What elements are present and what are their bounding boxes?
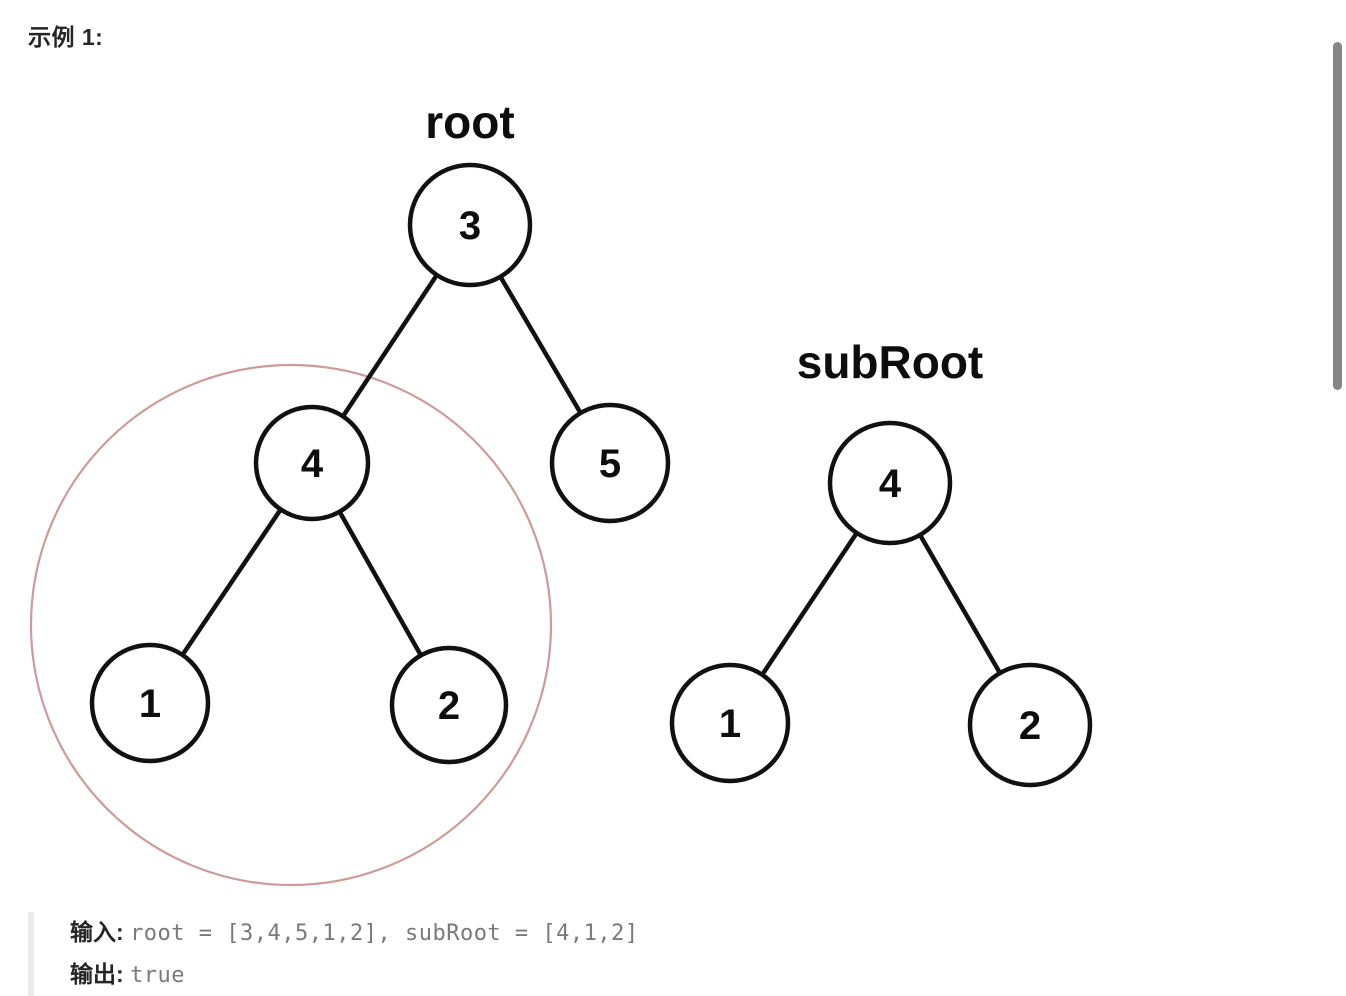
tree-node-circle xyxy=(549,402,671,524)
tree-node-circle xyxy=(89,642,211,764)
tree-node-circle xyxy=(407,162,533,288)
tree-edge xyxy=(759,529,860,678)
output-line: 输出: true xyxy=(70,954,1268,996)
tree-node: 4 xyxy=(827,420,953,546)
binary-tree-figure: 3 4 5 1 2 4 1 2 root subRoot xyxy=(0,60,1300,910)
tree-node: 3 xyxy=(407,162,533,288)
tree-node-circle xyxy=(967,662,1093,788)
tree-diagram-svg: 3 4 5 1 2 4 1 2 root subRoot xyxy=(29,96,1093,887)
root-tree-label: root xyxy=(425,96,514,148)
subroot-tree-label: subRoot xyxy=(797,336,984,388)
input-line: 输入: root = [3,4,5,1,2], subRoot = [4,1,2… xyxy=(70,912,1268,954)
example-heading: 示例 1: xyxy=(28,24,104,50)
tree-node-value: 4 xyxy=(879,462,902,506)
tree-node-value: 1 xyxy=(139,682,161,726)
tree-node: 4 xyxy=(253,404,371,522)
tree-edges-group xyxy=(179,271,1003,678)
tree-node-circle xyxy=(253,404,371,522)
tree-node: 2 xyxy=(967,662,1093,788)
subtree-highlight-group xyxy=(29,363,553,887)
matched-subtree-highlight xyxy=(29,363,553,887)
input-value: root = [3,4,5,1,2], subRoot = [4,1,2] xyxy=(130,921,639,946)
tree-node: 1 xyxy=(669,662,791,784)
output-label: 输出: xyxy=(70,961,124,987)
tree-node-value: 1 xyxy=(719,702,741,746)
tree-nodes-group: 3 4 5 1 2 4 1 2 xyxy=(89,162,1093,788)
tree-node-circle xyxy=(827,420,953,546)
tree-edge xyxy=(179,506,284,659)
tree-edge xyxy=(497,273,584,417)
tree-node-circle xyxy=(389,645,509,765)
tree-node: 1 xyxy=(89,642,211,764)
tree-node-value: 3 xyxy=(459,204,481,248)
input-label: 输入: xyxy=(70,919,124,945)
tree-edge xyxy=(340,271,440,420)
vertical-scrollbar-thumb[interactable] xyxy=(1333,42,1342,390)
vertical-scrollbar-track[interactable] xyxy=(1332,0,1346,996)
tree-edge xyxy=(336,508,424,659)
output-value: true xyxy=(130,963,186,988)
tree-node-value: 4 xyxy=(301,442,324,486)
tree-node: 2 xyxy=(389,645,509,765)
tree-node-value: 2 xyxy=(438,684,460,728)
io-block: 输入: root = [3,4,5,1,2], subRoot = [4,1,2… xyxy=(28,912,1268,996)
tree-node-circle xyxy=(669,662,791,784)
tree-node-value: 5 xyxy=(599,442,621,486)
tree-node: 5 xyxy=(549,402,671,524)
tree-edge xyxy=(917,531,1003,677)
tree-node-value: 2 xyxy=(1019,704,1041,748)
